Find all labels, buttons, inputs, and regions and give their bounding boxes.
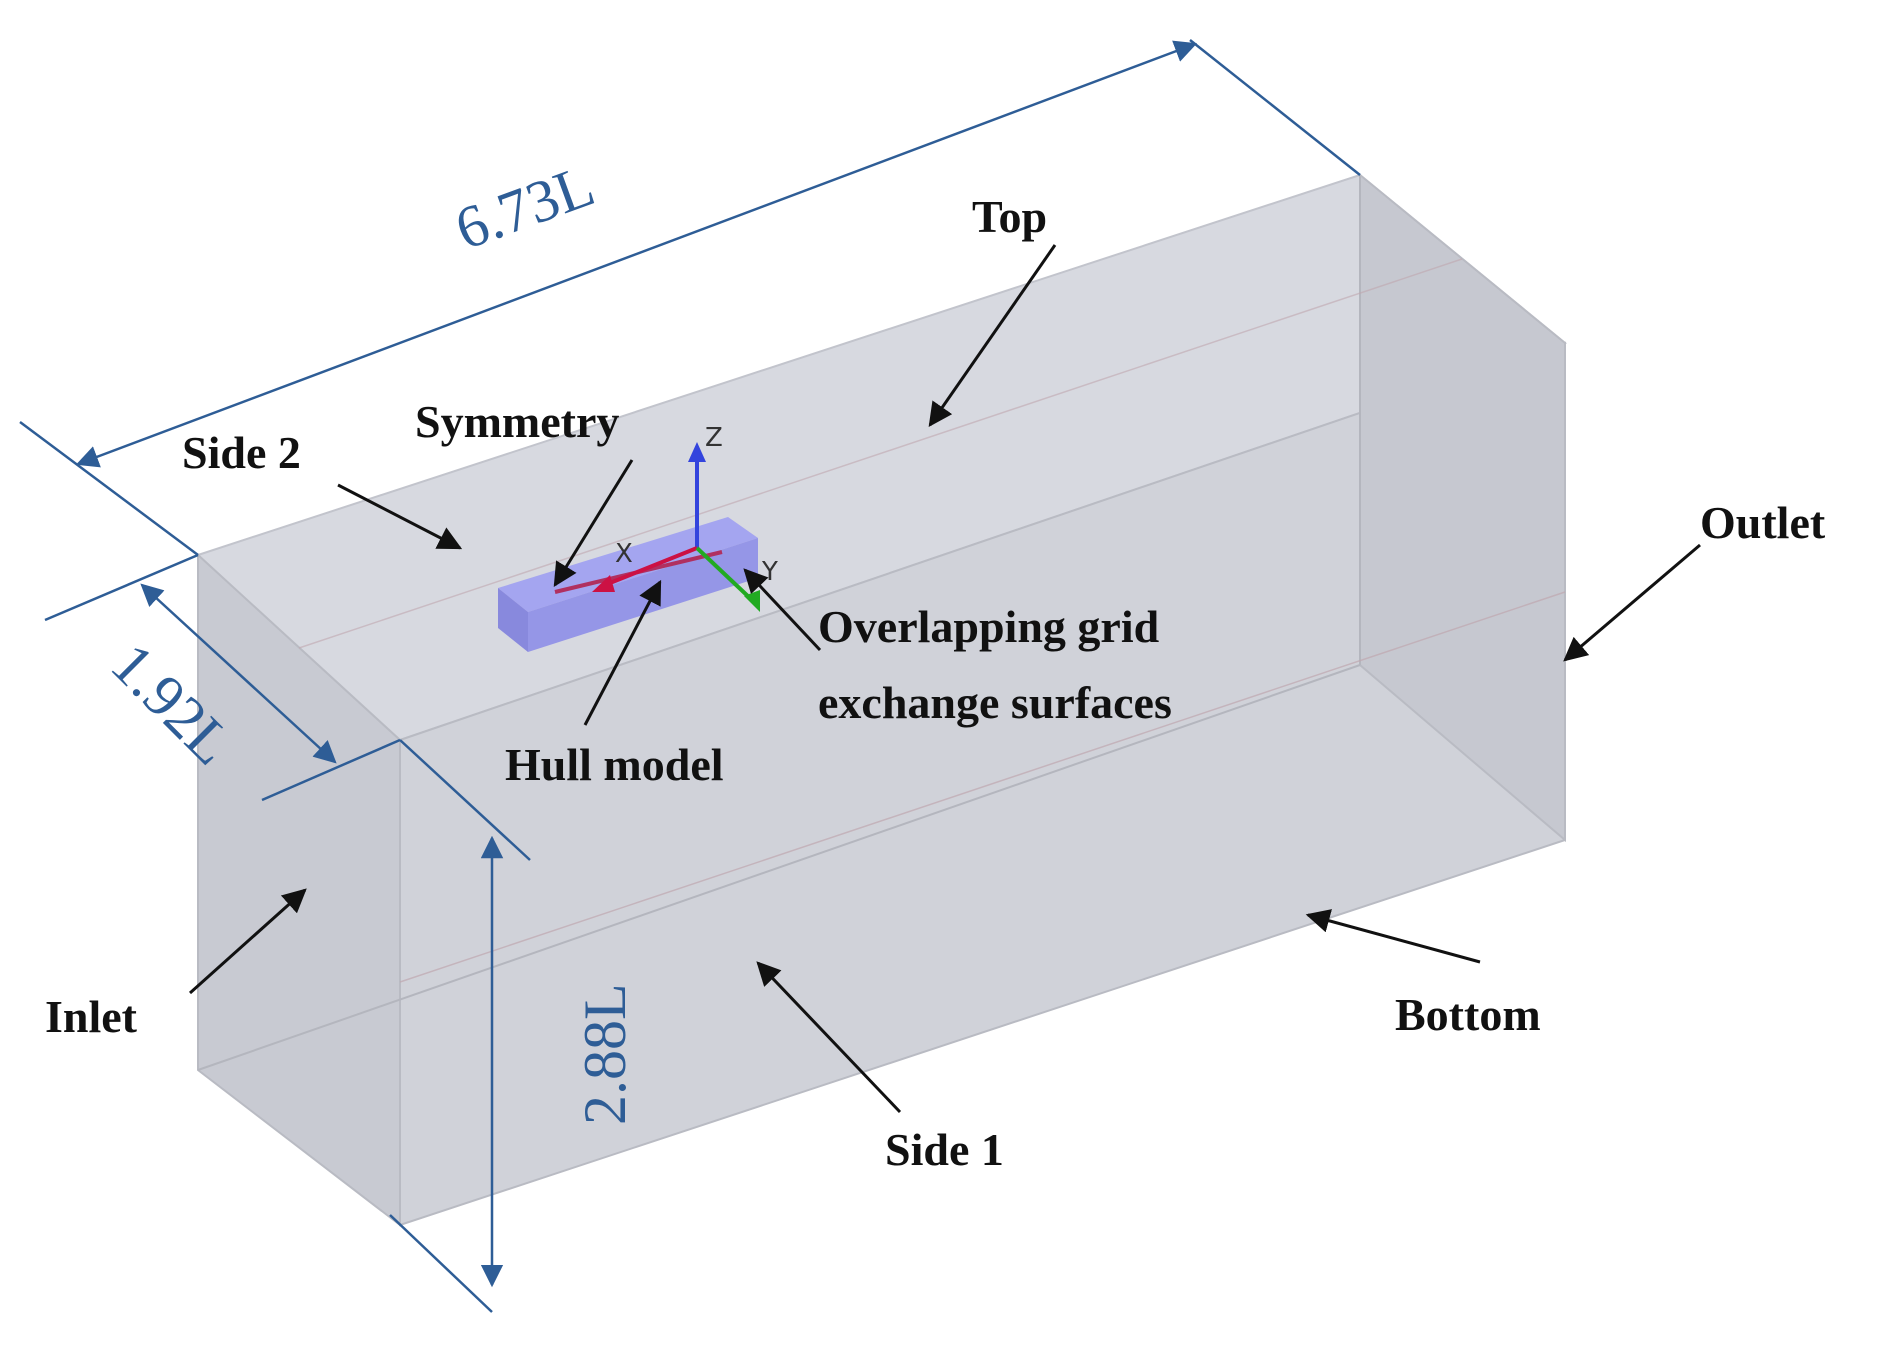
box-hidden-edge-bottom-back (197, 664, 1361, 1071)
y-axis-arrowhead (744, 590, 760, 612)
y-axis-line (695, 546, 754, 602)
width-dimension-line (140, 583, 337, 764)
label-hull-model: Hull model (505, 739, 724, 790)
outlet-arrow (1563, 543, 1701, 662)
annotation-arrows (188, 244, 1701, 1114)
side2-arrow (337, 483, 463, 550)
label-top: Top (972, 191, 1047, 242)
z-axis-label: Z (705, 423, 723, 453)
height-extension-top (399, 739, 531, 861)
label-outlet: Outlet (1700, 497, 1826, 548)
inlet-arrow (188, 888, 307, 995)
label-overlapping-line1: Overlapping grid (818, 601, 1160, 652)
label-bottom: Bottom (1395, 989, 1541, 1040)
label-overlapping-line2: exchange surfaces (818, 677, 1172, 728)
dimension-height: 2.88L (389, 739, 638, 1313)
length-dimension-line (75, 40, 1198, 468)
label-side2: Side 2 (182, 427, 301, 478)
side1-arrow (756, 961, 902, 1114)
height-dimension-label: 2.88L (572, 983, 638, 1125)
width-extension-top (44, 553, 199, 622)
overlapping-arrow (743, 568, 822, 652)
bottom-arrow (1305, 909, 1481, 964)
width-extension-bottom (261, 738, 401, 802)
overset-region-front (498, 588, 528, 652)
label-symmetry: Symmetry (415, 396, 619, 447)
top-arrow (928, 244, 1057, 427)
y-axis-label: Y (761, 557, 778, 587)
length-dimension-label: 6.73L (447, 152, 603, 262)
x-axis-label: X (615, 539, 633, 569)
region-labels: Top Side 2 Symmetry Outlet Overlapping g… (45, 191, 1826, 1175)
x-axis-arrowhead (592, 575, 615, 592)
hull-model-arrow (583, 579, 662, 726)
box-midline-side (399, 591, 1566, 983)
label-side1: Side 1 (885, 1124, 1004, 1175)
label-inlet: Inlet (45, 991, 138, 1042)
height-extension-bottom (389, 1214, 493, 1313)
length-extension-right (1189, 39, 1361, 176)
symmetry-arrow (553, 459, 634, 588)
length-extension-left (19, 420, 199, 557)
x-axis-line (604, 546, 698, 587)
